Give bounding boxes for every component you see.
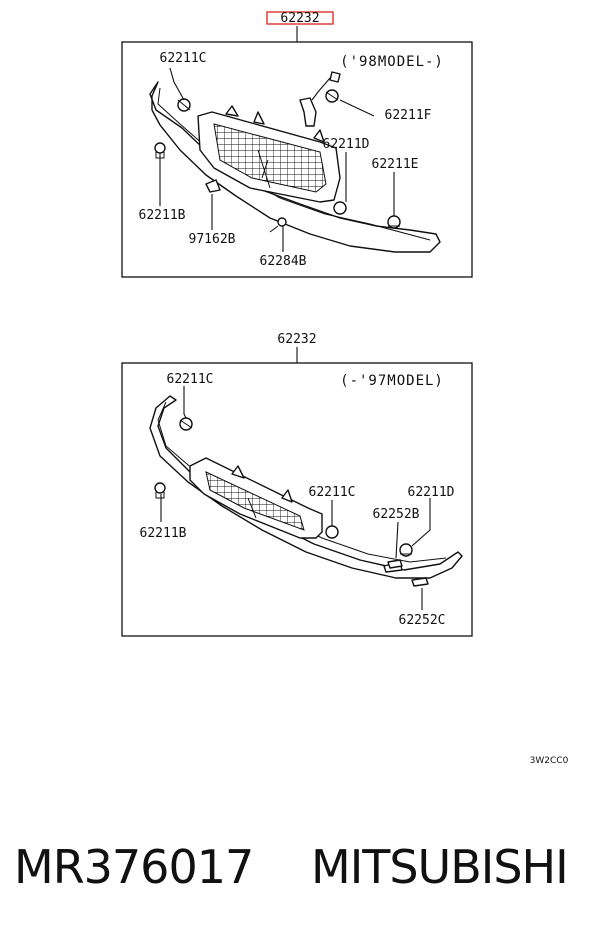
footer: MR376017 MITSUBISHI: [0, 832, 600, 902]
tape-62252B-icon[interactable]: [387, 559, 403, 569]
upper-bracket: [299, 97, 317, 127]
lower-model-note: (-'97MODEL): [340, 373, 444, 389]
lower-grille-tab-1: [231, 465, 245, 479]
label-62211E[interactable]: 62211E: [372, 157, 419, 172]
lower-grille-center: [247, 497, 257, 519]
tape-62252C-icon[interactable]: [411, 577, 429, 587]
clip-62211E-icon[interactable]: [387, 215, 401, 229]
bracket-97162B-icon[interactable]: [205, 179, 221, 193]
lower-frame: [121, 362, 473, 637]
footer-brand: MITSUBISHI: [311, 840, 569, 894]
upper-diagram: 62232 ('98MODEL-): [121, 11, 473, 278]
lower-grille-mesh: [205, 471, 305, 531]
leader-clip-d-lower: [411, 498, 431, 547]
clip-62211C-icon[interactable]: [177, 98, 191, 112]
label-62252B[interactable]: 62252B: [373, 507, 420, 522]
footer-part-number: MR376017: [14, 840, 254, 894]
upper-grille-mesh: [213, 123, 327, 193]
label-62211F[interactable]: 62211F: [385, 108, 432, 123]
clip-62211D-lower-icon[interactable]: [399, 543, 413, 557]
label-62211C-lower-right[interactable]: 62211C: [309, 485, 356, 500]
upper-frame: [121, 41, 473, 278]
lower-diagram: 62232 (-'97MODEL): [121, 332, 473, 637]
upper-main-part-label[interactable]: 62232: [280, 11, 319, 26]
leader-clip-c-upper: [169, 67, 185, 101]
leader-bolt-upper: [311, 77, 331, 101]
label-62211B-upper[interactable]: 62211B: [139, 208, 186, 223]
clip-62211D-icon[interactable]: [333, 201, 347, 215]
upper-grille-tab-1: [225, 105, 239, 117]
leader-clip-f-upper: [339, 99, 375, 117]
label-62284B[interactable]: 62284B: [260, 254, 307, 269]
lower-garnish-bar: [149, 395, 463, 579]
label-62211D-upper[interactable]: 62211D: [323, 137, 370, 152]
clip-62211C-right-icon[interactable]: [325, 525, 339, 539]
upper-bolt-top: [329, 71, 341, 83]
label-62211B-lower[interactable]: 62211B: [140, 526, 187, 541]
clip-62211C-left-icon[interactable]: [179, 417, 193, 431]
label-62252C[interactable]: 62252C: [399, 613, 446, 628]
upper-grille-tab-3: [313, 129, 325, 143]
upper-grille-tab-2: [253, 111, 265, 125]
clip-62211B-lower-icon[interactable]: [154, 482, 166, 499]
label-62211C-upper[interactable]: 62211C: [160, 51, 207, 66]
label-62211D-lower[interactable]: 62211D: [408, 485, 455, 500]
lower-main-part-label[interactable]: 62232: [277, 332, 316, 347]
label-97162B[interactable]: 97162B: [189, 232, 236, 247]
leader-clip-c-left-lower: [183, 386, 187, 419]
upper-grille-center: [257, 149, 271, 189]
label-62211C-lower-left[interactable]: 62211C: [167, 372, 214, 387]
upper-model-note: ('98MODEL-): [340, 54, 444, 70]
clip-62211F-icon[interactable]: [325, 89, 339, 103]
diagram-code: 3W2CC0: [530, 756, 569, 766]
screw-62284B-icon[interactable]: [269, 217, 287, 233]
lower-grille-tab-2: [281, 489, 293, 503]
leader-tape-b-lower: [395, 521, 399, 559]
highlighted-part-box: [266, 11, 334, 25]
